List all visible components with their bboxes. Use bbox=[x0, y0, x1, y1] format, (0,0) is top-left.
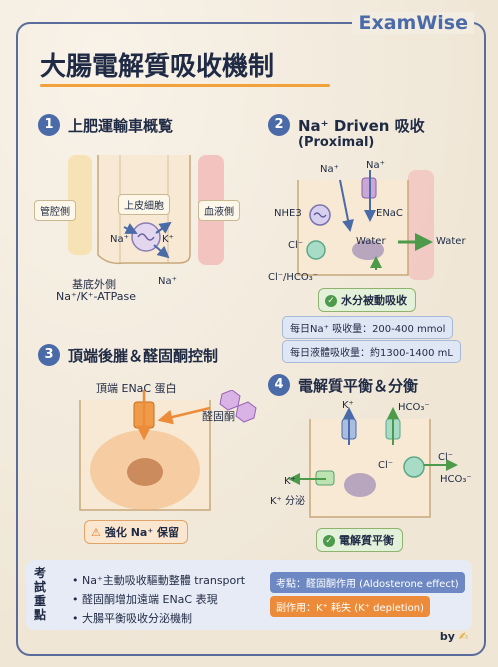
byline: by ✍ bbox=[440, 630, 468, 643]
aldosterone-label: 醛固酮 bbox=[202, 410, 235, 423]
section-4-number: 4 bbox=[268, 374, 290, 396]
stat-fluid-absorption: 每日液體吸收量：約1300-1400 mL bbox=[282, 340, 461, 363]
byline-text: by bbox=[439, 630, 455, 643]
check-icon: ✓ bbox=[325, 295, 337, 307]
epithelial-cell-2 bbox=[297, 180, 409, 276]
hco3-right-label: HCO₃⁻ bbox=[440, 474, 472, 485]
na-in-label: Na⁺ bbox=[110, 234, 129, 245]
signature-icon: ✍ bbox=[458, 630, 468, 643]
nhe3-label: NHE3 bbox=[274, 208, 302, 219]
cl-hco3-exchanger-icon bbox=[403, 456, 425, 478]
stat-na-absorption: 每日Na⁺ 吸收量：200-400 mmol bbox=[282, 316, 454, 339]
warning-icon: ⚠ bbox=[91, 526, 101, 539]
section-2-number: 2 bbox=[268, 114, 290, 136]
section-4-title: 電解質平衡＆分衡 bbox=[298, 377, 419, 395]
cl-hco3-label: Cl⁻/HCO₃⁻ bbox=[268, 272, 319, 283]
k-label: K⁺ bbox=[162, 234, 174, 245]
enac-protein-label: 頂端 ENaC 蛋白 bbox=[96, 382, 177, 395]
passive-water-badge: ✓ 水分被動吸收 bbox=[318, 288, 416, 312]
k-top-label: K⁺ bbox=[342, 400, 354, 411]
lumen-label: 管腔側 bbox=[34, 200, 76, 221]
check-icon-2: ✓ bbox=[323, 535, 335, 547]
side-effect-tag: 副作用：K⁺ 耗失 (K⁺ depletion) bbox=[270, 596, 430, 617]
hco3-top-label: HCO₃⁻ bbox=[398, 402, 430, 413]
summary-item-2: • 醛固酮增加遠端 ENaC 表現 bbox=[72, 593, 218, 606]
electrolyte-balance-text: 電解質平衡 bbox=[339, 534, 394, 547]
k-secretion-label: K⁺ 分泌 bbox=[270, 496, 306, 507]
na1-label: Na⁺ bbox=[320, 164, 339, 175]
section-1-number: 1 bbox=[38, 114, 60, 136]
cl-right-label: Cl⁻ bbox=[438, 452, 454, 463]
section-3-title: 頂端後膗＆醛固酮控制 bbox=[68, 347, 219, 365]
electrolyte-balance-badge: ✓ 電解質平衡 bbox=[316, 528, 403, 552]
panel-1-diagram bbox=[68, 155, 224, 265]
na-out-label: Na⁺ bbox=[158, 276, 177, 287]
water-in-label: Water bbox=[356, 236, 386, 247]
section-2-subtitle: (Proximal) bbox=[298, 135, 375, 150]
k-left-label: K⁺ bbox=[284, 476, 296, 487]
lumen-region bbox=[68, 155, 92, 255]
panel-2-diagram bbox=[297, 170, 434, 280]
page-title: 大腸電解質吸收機制 bbox=[40, 52, 275, 82]
cl-exchanger-icon bbox=[306, 240, 326, 260]
cell-label: 上皮細胞 bbox=[118, 194, 170, 215]
summary-item-1: • Na⁺主動吸收驅動整體 transport bbox=[72, 574, 246, 587]
section-1-title: 上肥運輸車概覧 bbox=[68, 117, 174, 135]
exam-point-tag: 考點：醛固酮作用 (Aldosterone effect) bbox=[270, 572, 465, 593]
brand-logo: ExamWise bbox=[352, 12, 474, 34]
section-3-number: 3 bbox=[38, 344, 60, 366]
blood-label: 血液側 bbox=[198, 200, 240, 221]
pump-label-1: 基底外側 bbox=[72, 278, 116, 291]
enac-label: ENaC bbox=[376, 208, 403, 219]
na2-label: Na⁺ bbox=[366, 160, 385, 171]
na-retention-badge: ⚠強化 Na⁺ 保留 bbox=[84, 520, 188, 544]
exam-points-label: 考試重點 bbox=[34, 566, 47, 622]
aldosterone-molecule-icon bbox=[219, 390, 257, 423]
na-retention-text: 強化 Na⁺ 保留 bbox=[104, 526, 179, 539]
cl-label: Cl⁻ bbox=[288, 240, 304, 251]
pump-label-2: Na⁺/K⁺-ATPase bbox=[56, 290, 136, 303]
water-out-label: Water bbox=[436, 236, 466, 247]
page-frame bbox=[16, 22, 486, 656]
passive-water-text: 水分被動吸收 bbox=[341, 294, 407, 307]
title-underline bbox=[40, 84, 330, 87]
panel-4-diagram bbox=[288, 407, 458, 518]
cl-left-label: Cl⁻ bbox=[378, 460, 394, 471]
section-2-title: Na⁺ Driven 吸收 bbox=[298, 117, 425, 135]
summary-box: 考試重點 • Na⁺主動吸收驅動整體 transport • 醛固酮增加遠端 E… bbox=[26, 560, 472, 630]
summary-item-3: • 大腸平衡吸收分泌機制 bbox=[72, 612, 192, 625]
panel-3-diagram bbox=[79, 390, 257, 511]
